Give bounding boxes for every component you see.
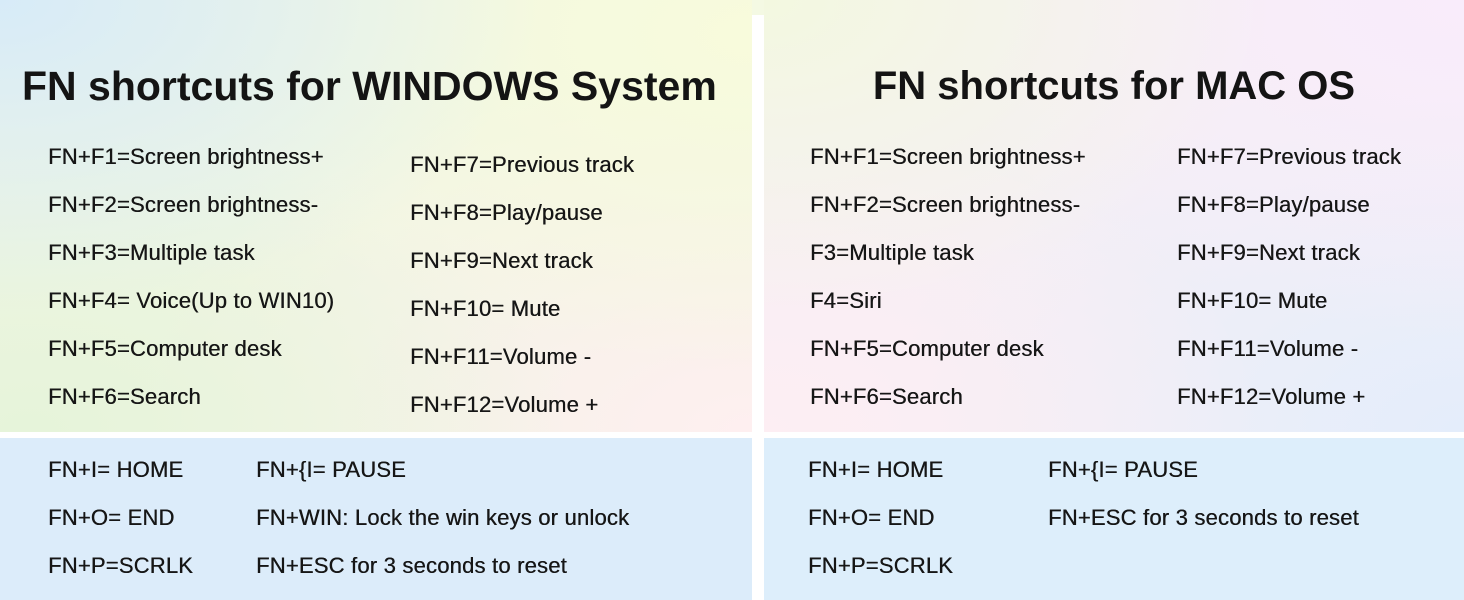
shortcut-item: F4=Siri [810, 288, 882, 313]
windows-extra-column-2: FN+{I= PAUSE FN+WIN: Lock the win keys o… [256, 446, 629, 590]
shortcut-item: FN+F12=Volume + [1177, 384, 1366, 409]
shortcut-item: FN+F2=Screen brightness- [810, 192, 1081, 217]
mac-shortcuts-panel: FN shortcuts for MAC OS FN+F1=Screen bri… [764, 0, 1464, 432]
shortcut-item: FN+F1=Screen brightness+ [810, 144, 1086, 169]
shortcut-item: FN+F5=Computer desk [810, 336, 1044, 361]
shortcut-item: FN+{I= PAUSE [256, 457, 406, 482]
shortcut-item: FN+F2=Screen brightness- [48, 192, 319, 217]
shortcut-item: FN+P=SCRLK [48, 553, 194, 578]
shortcut-item: FN+F4= Voice(Up to WIN10) [48, 288, 335, 313]
shortcut-item: FN+F7=Previous track [410, 152, 635, 177]
shortcut-item: FN+F12=Volume + [410, 392, 599, 417]
shortcut-item: FN+F6=Search [810, 384, 963, 409]
shortcut-item: FN+{I= PAUSE [1048, 457, 1198, 482]
shortcut-item: FN+P=SCRLK [808, 553, 954, 578]
mac-extra-shortcuts-panel: FN+I= HOME FN+O= END FN+P=SCRLK FN+{I= P… [764, 438, 1464, 600]
mac-extra-column-2: FN+{I= PAUSE FN+ESC for 3 seconds to res… [1048, 446, 1359, 542]
windows-panel-title: FN shortcuts for WINDOWS System [22, 63, 717, 109]
windows-fn-column-1: FN+F1=Screen brightness+ FN+F2=Screen br… [48, 133, 334, 421]
windows-fn-column-2: FN+F7=Previous track FN+F8=Play/pause FN… [410, 141, 634, 429]
windows-extra-column-1: FN+I= HOME FN+O= END FN+P=SCRLK [48, 446, 193, 590]
shortcut-item: FN+F7=Previous track [1177, 144, 1402, 169]
shortcut-item: FN+I= HOME [808, 457, 944, 482]
shortcut-item: FN+ESC for 3 seconds to reset [256, 553, 567, 578]
shortcut-item: F3=Multiple task [810, 240, 974, 265]
shortcut-item: FN+WIN: Lock the win keys or unlock [256, 505, 630, 530]
shortcut-item: FN+F6=Search [48, 384, 201, 409]
mac-fn-column-1: FN+F1=Screen brightness+ FN+F2=Screen br… [810, 133, 1086, 421]
shortcut-item: FN+F3=Multiple task [48, 240, 255, 265]
shortcut-item: FN+F9=Next track [1177, 240, 1360, 265]
mac-panel-title: FN shortcuts for MAC OS [872, 64, 1356, 108]
shortcut-item: FN+F8=Play/pause [1177, 192, 1370, 217]
mac-extra-column-1: FN+I= HOME FN+O= END FN+P=SCRLK [808, 446, 953, 590]
divider-top-cap [752, 0, 764, 15]
shortcut-item: FN+F1=Screen brightness+ [48, 144, 324, 169]
windows-shortcuts-panel: FN shortcuts for WINDOWS System FN+F1=Sc… [0, 0, 752, 432]
shortcut-item: FN+O= END [48, 505, 175, 530]
shortcut-item: FN+F8=Play/pause [410, 200, 603, 225]
shortcut-item: FN+F9=Next track [410, 248, 593, 273]
shortcut-item: FN+I= HOME [48, 457, 184, 482]
mac-fn-column-2: FN+F7=Previous track FN+F8=Play/pause FN… [1177, 133, 1401, 421]
shortcut-item: FN+ESC for 3 seconds to reset [1048, 505, 1359, 530]
shortcut-item: FN+F10= Mute [410, 296, 561, 321]
shortcut-item: FN+F11=Volume - [410, 344, 592, 369]
windows-extra-shortcuts-panel: FN+I= HOME FN+O= END FN+P=SCRLK FN+{I= P… [0, 438, 752, 600]
shortcut-item: FN+F11=Volume - [1177, 336, 1359, 361]
shortcut-item: FN+O= END [808, 505, 935, 530]
shortcut-item: FN+F5=Computer desk [48, 336, 282, 361]
shortcut-item: FN+F10= Mute [1177, 288, 1328, 313]
